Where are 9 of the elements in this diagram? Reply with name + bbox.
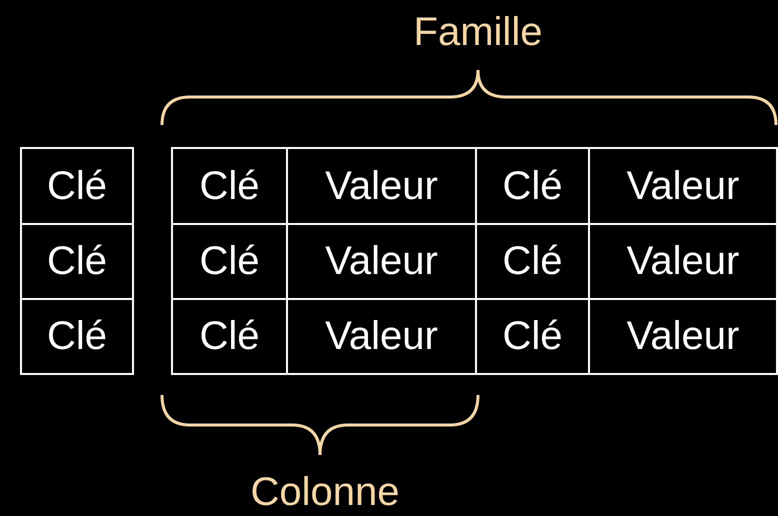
table-cell: Clé xyxy=(171,298,288,375)
group-label: Colonne xyxy=(250,472,400,512)
table-cell: Valeur xyxy=(588,298,778,375)
table-cell: Clé xyxy=(20,223,134,300)
group-label: Famille xyxy=(414,12,542,52)
table-cell: Valeur xyxy=(588,147,778,225)
table-cell: Clé xyxy=(171,147,288,225)
table-cell: Clé xyxy=(20,147,134,225)
table-cell: Clé xyxy=(20,298,134,375)
